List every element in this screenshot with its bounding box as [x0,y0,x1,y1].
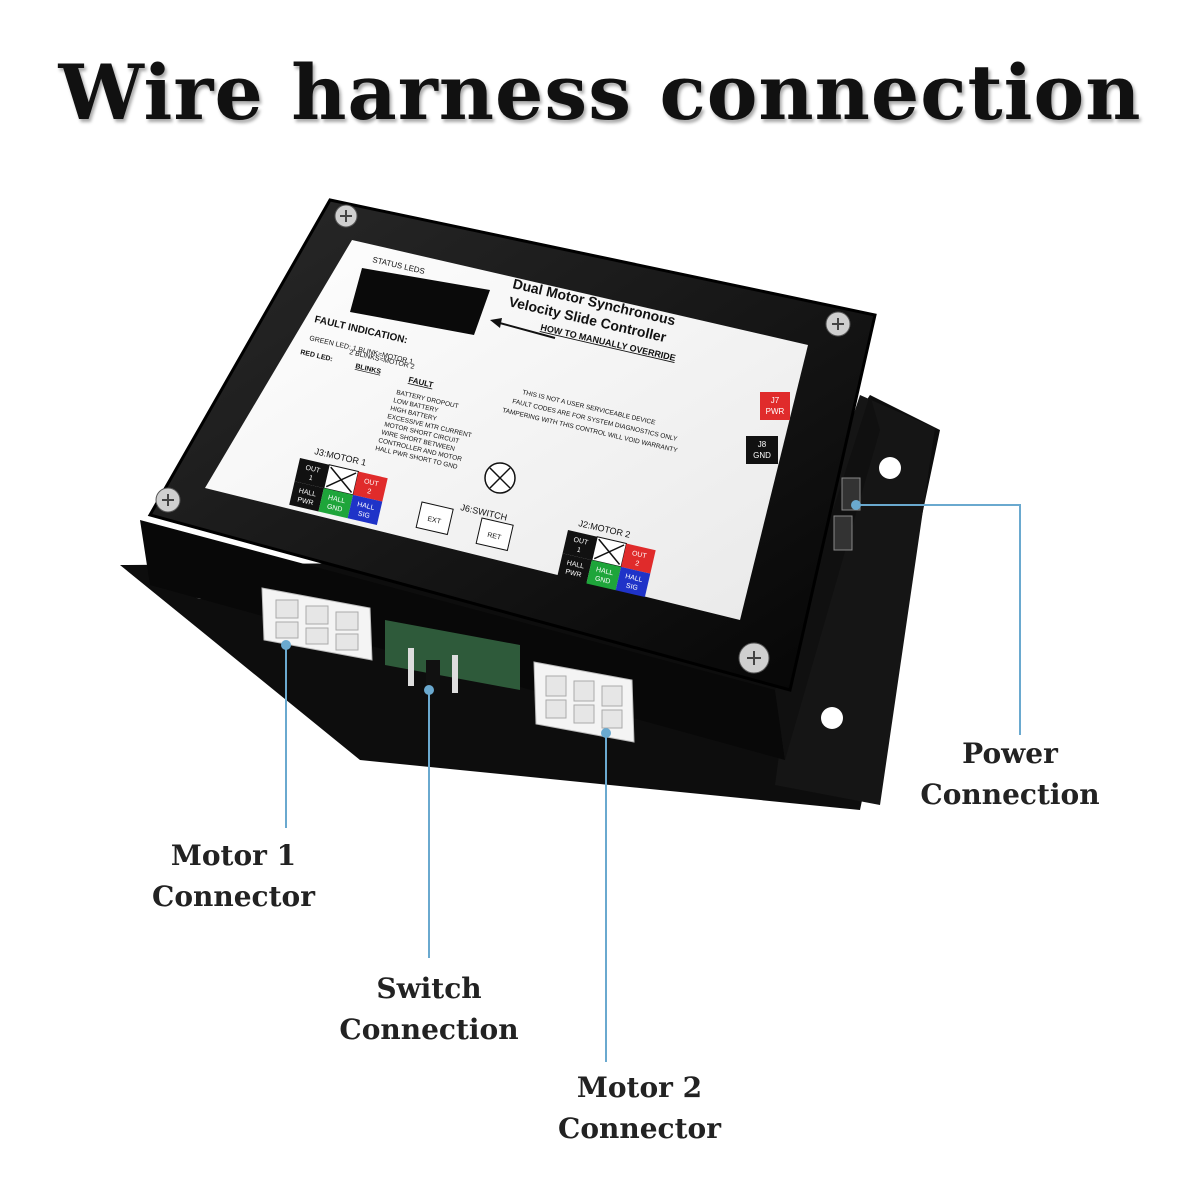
callout-line: Motor 1 [170,839,297,872]
pin-out2-number: 2 [366,488,371,496]
pin-out1-number: 1 [576,547,581,555]
j7-sub-label: PWR [766,407,785,416]
pin-pwr-label: PWR [297,497,314,507]
power-terminals [833,477,861,551]
mount-hole [821,707,843,729]
j3-pin-block: OUT 1 OUT 2 HALL PWR HALL GND HALL SIG [289,458,388,526]
screw-icon [334,204,358,228]
power-leader-dot [851,500,861,510]
motor2-connector [533,661,635,743]
j8-gnd-badge [746,436,778,464]
ret-label: RET [486,532,502,542]
pin-out1-label: OUT [573,537,590,547]
motor1-leader-dot [281,640,291,650]
pin-hall-label: HALL [595,566,614,577]
pin-gnd-label: GND [594,575,611,585]
pin-out2-number: 2 [634,560,639,568]
callout-line: Connector [558,1112,721,1145]
pin-hall-label: HALL [298,488,317,499]
pin-sig-label: SIG [625,583,638,593]
screw-icon [738,642,770,674]
pin-hall-label: HALL [624,573,643,584]
status-led-window [350,268,490,335]
callout-line: Connector [152,880,315,913]
pin-gnd-label: GND [326,503,343,513]
pin-out1-number: 1 [308,475,313,483]
j2-pin-block: OUT 1 OUT 2 HALL PWR HALL GND HALL SIG [557,530,656,598]
ret-button-badge: RET [475,517,514,552]
screw-icon [825,311,851,337]
motor2-leader-dot [601,728,611,738]
switch-terminal [408,648,414,686]
motor1-connector-callout: Motor 1 Connector [146,835,321,917]
screw-icon [155,487,181,513]
pin-out1-label: OUT [305,465,322,475]
callout-line: Connection [920,778,1100,811]
callout-line: Motor 2 [576,1071,703,1104]
j8-label: J8 [758,440,767,449]
pin-pwr-label: PWR [565,569,582,579]
power-connection-callout: Power Connection [920,733,1100,815]
pin-out2-label: OUT [631,550,648,560]
pin-out2-label: OUT [363,478,380,488]
j7-label: J7 [771,396,780,405]
mount-hole [879,457,901,479]
callout-line: Switch [376,972,482,1005]
switch-leader-dot [424,685,434,695]
label-panel: Dual Motor Synchronous Velocity Slide Co… [205,240,808,620]
power-leader-line [856,504,1021,735]
ext-button-badge: EXT [415,501,454,536]
j8-sub-label: GND [753,451,771,460]
circuit-board [385,620,520,693]
j7-pwr-badge [760,392,790,420]
screws [155,204,851,674]
leader-lines [281,500,1021,1062]
callout-line: Power [962,737,1058,770]
switch-connection-callout: Switch Connection [336,968,522,1050]
pin-hall-label: HALL [566,560,585,571]
motor2-connector-callout: Motor 2 Connector [552,1067,727,1149]
callout-line: Connection [339,1013,519,1046]
pin-hall-label: HALL [356,501,375,512]
switch-terminal [452,655,458,693]
pin-sig-label: SIG [357,511,370,521]
pin-hall-label: HALL [327,494,346,505]
ext-label: EXT [427,516,443,526]
page-title: Wire harness connection [58,48,1142,137]
